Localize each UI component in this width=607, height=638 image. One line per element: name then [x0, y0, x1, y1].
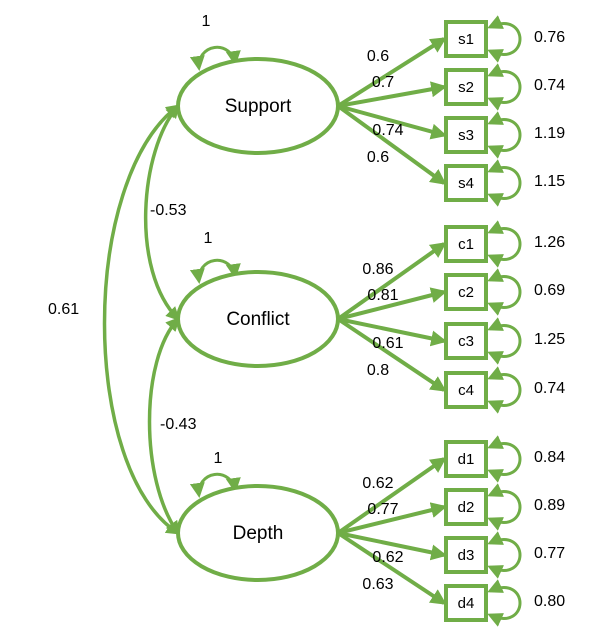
indicator-label-d2: d2: [458, 499, 475, 516]
residual-label-s4: 1.15: [534, 173, 565, 190]
loading-label-c1: 0.86: [362, 261, 393, 278]
indicator-node-d4: [444, 584, 488, 622]
residual-loop-d2: [487, 483, 522, 531]
latent-node-depth: [176, 484, 340, 582]
indicator-label-c4: c4: [458, 382, 474, 399]
variance-loop-support: [189, 45, 241, 71]
residual-label-s3: 1.19: [534, 125, 565, 142]
indicator-label-c3: c3: [458, 333, 474, 350]
loading-arrow-c2: [337, 287, 448, 321]
loading-label-d4: 0.63: [362, 576, 393, 593]
loading-label-s1: 0.6: [367, 48, 389, 65]
latent-label-depth: Depth: [233, 523, 284, 544]
latent-node-conflict: [176, 270, 340, 368]
loading-arrow-c1: [336, 242, 447, 321]
latent-label-support: Support: [225, 96, 292, 117]
indicator-node-s2: [444, 68, 488, 106]
residual-loop-c2: [487, 268, 522, 316]
residual-loop-s4: [487, 159, 522, 207]
residual-loop-c4: [487, 366, 522, 414]
indicator-node-d1: [444, 440, 488, 478]
loading-label-c2: 0.81: [367, 287, 398, 304]
variance-loop-depth: [189, 472, 241, 498]
indicator-node-c3: [444, 322, 488, 360]
latent-label-conflict: Conflict: [226, 309, 290, 330]
loading-arrow-s2: [337, 81, 448, 108]
indicator-node-c4: [444, 371, 488, 409]
residual-label-s1: 0.76: [534, 29, 565, 46]
indicator-label-s1: s1: [458, 31, 474, 48]
latent-node-support: [176, 57, 340, 155]
residual-label-c3: 1.25: [534, 331, 565, 348]
indicator-label-d1: d1: [458, 451, 475, 468]
labels-layer: -0.53-0.430.611Support1Conflict1Depth0.6…: [48, 13, 565, 612]
residual-loop-d1: [487, 435, 522, 483]
indicator-label-s4: s4: [458, 175, 474, 192]
residual-label-c2: 0.69: [534, 282, 565, 299]
residual-loop-d3: [487, 531, 522, 579]
loading-label-d1: 0.62: [362, 475, 393, 492]
loading-label-s4: 0.6: [367, 149, 389, 166]
indicator-label-s3: s3: [458, 127, 474, 144]
loading-label-s3: 0.74: [372, 122, 403, 139]
loading-arrow-s3: [337, 104, 448, 140]
residual-loop-d4: [487, 579, 522, 627]
loading-arrow-s1: [336, 37, 447, 108]
residual-loop-s2: [487, 63, 522, 111]
variance-label-conflict: 1: [204, 230, 213, 247]
loading-arrow-s4: [336, 104, 447, 185]
indicator-label-c1: c1: [458, 236, 474, 253]
variance-label-depth: 1: [214, 450, 223, 467]
covariance-label-conflict-depth: -0.43: [160, 416, 197, 433]
loading-label-c4: 0.8: [367, 362, 389, 379]
residual-label-d2: 0.89: [534, 497, 565, 514]
indicator-node-d3: [444, 536, 488, 574]
indicator-node-d2: [444, 488, 488, 526]
loading-label-d2: 0.77: [367, 501, 398, 518]
variance-label-support: 1: [202, 13, 211, 30]
residual-label-c4: 0.74: [534, 380, 565, 397]
loading-arrow-d3: [337, 531, 448, 561]
residual-label-d1: 0.84: [534, 449, 565, 466]
loading-label-d3: 0.62: [372, 549, 403, 566]
nodes-layer: [176, 20, 488, 622]
loading-arrow-d2: [337, 502, 448, 535]
indicator-node-s4: [444, 164, 488, 202]
loading-arrow-d1: [336, 457, 447, 535]
loading-label-c3: 0.61: [372, 335, 403, 352]
residual-label-d3: 0.77: [534, 545, 565, 562]
indicator-label-d3: d3: [458, 547, 475, 564]
residual-loop-s3: [487, 111, 522, 159]
indicator-label-c2: c2: [458, 284, 474, 301]
residual-label-d4: 0.80: [534, 593, 565, 610]
loading-label-s2: 0.7: [372, 74, 394, 91]
edges-layer: [102, 15, 522, 627]
residual-loop-c3: [487, 317, 522, 365]
indicator-label-s2: s2: [458, 79, 474, 96]
loading-arrow-d4: [336, 531, 447, 605]
residual-loop-s1: [487, 15, 522, 63]
covariance-arrow-support-depth: [102, 104, 181, 535]
indicator-node-s3: [444, 116, 488, 154]
indicator-node-c2: [444, 273, 488, 311]
indicator-node-s1: [444, 20, 488, 58]
variance-loop-conflict: [189, 258, 241, 284]
residual-label-s2: 0.74: [534, 77, 565, 94]
indicator-node-c1: [444, 225, 488, 263]
covariance-label-support-depth: 0.61: [48, 301, 79, 318]
indicator-label-d4: d4: [458, 595, 475, 612]
residual-label-c1: 1.26: [534, 234, 565, 251]
covariance-label-support-conflict: -0.53: [150, 202, 187, 219]
loading-arrow-c4: [336, 317, 447, 392]
loading-arrow-c3: [337, 317, 448, 347]
residual-loop-c1: [487, 220, 522, 268]
